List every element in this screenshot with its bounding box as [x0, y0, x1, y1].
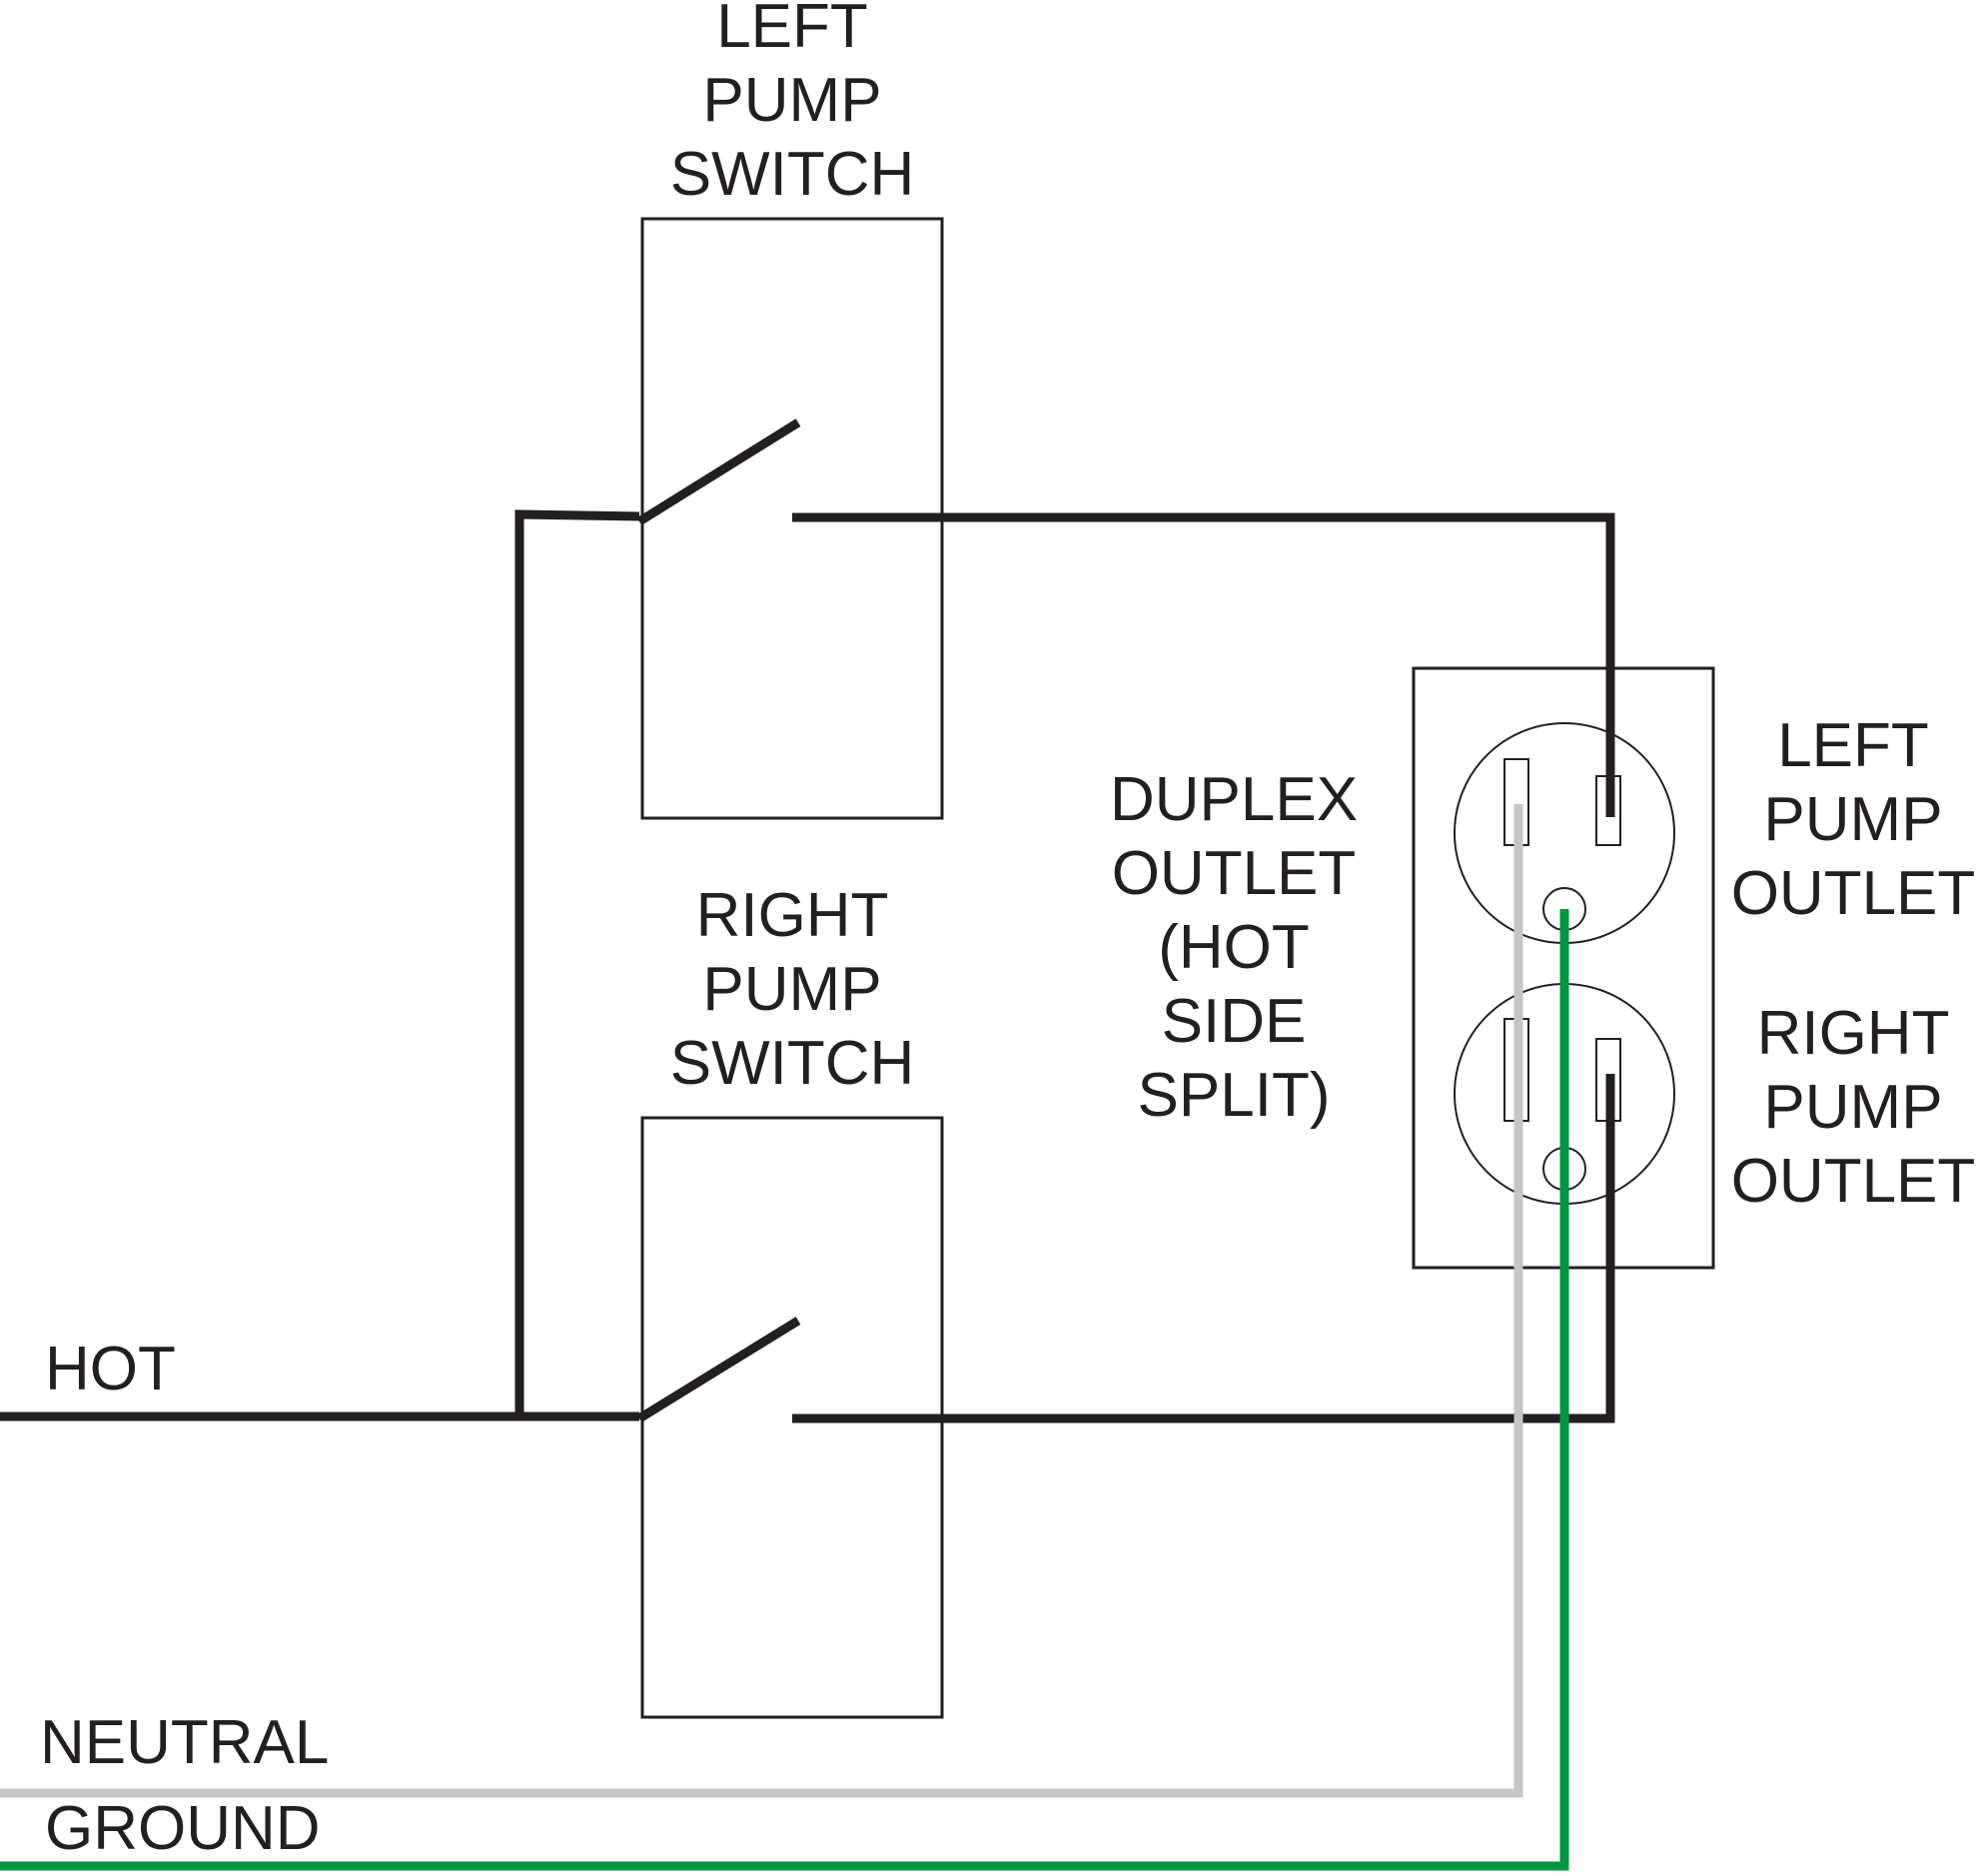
right-pump-outlet-label: RIGHT PUMP OUTLET: [1730, 999, 1976, 1216]
neutral-label: NEUTRAL: [40, 1708, 330, 1777]
ground-label: GROUND: [45, 1794, 321, 1863]
duplex-outlet-label: DUPLEX OUTLET (HOT SIDE SPLIT): [1109, 765, 1359, 1130]
hot-wiring: [0, 419, 1615, 1423]
right-switch-to-right-outlet-wire: [792, 1074, 1615, 1423]
hot-riser-to-left-switch: [514, 509, 640, 1416]
hot-label: HOT: [45, 1335, 176, 1404]
left-switch-to-left-outlet-wire: [792, 512, 1615, 817]
neutral-wire: [0, 804, 1523, 1798]
left-switch-lever: [636, 419, 801, 525]
left-pump-outlet-label: LEFT PUMP OUTLET: [1730, 711, 1976, 928]
left-pump-switch-label: LEFT PUMP SWITCH: [669, 0, 915, 209]
ground-wire: [0, 909, 1569, 1871]
right-switch-lever: [636, 1317, 801, 1422]
right-pump-switch-label: RIGHT PUMP SWITCH: [669, 881, 915, 1098]
